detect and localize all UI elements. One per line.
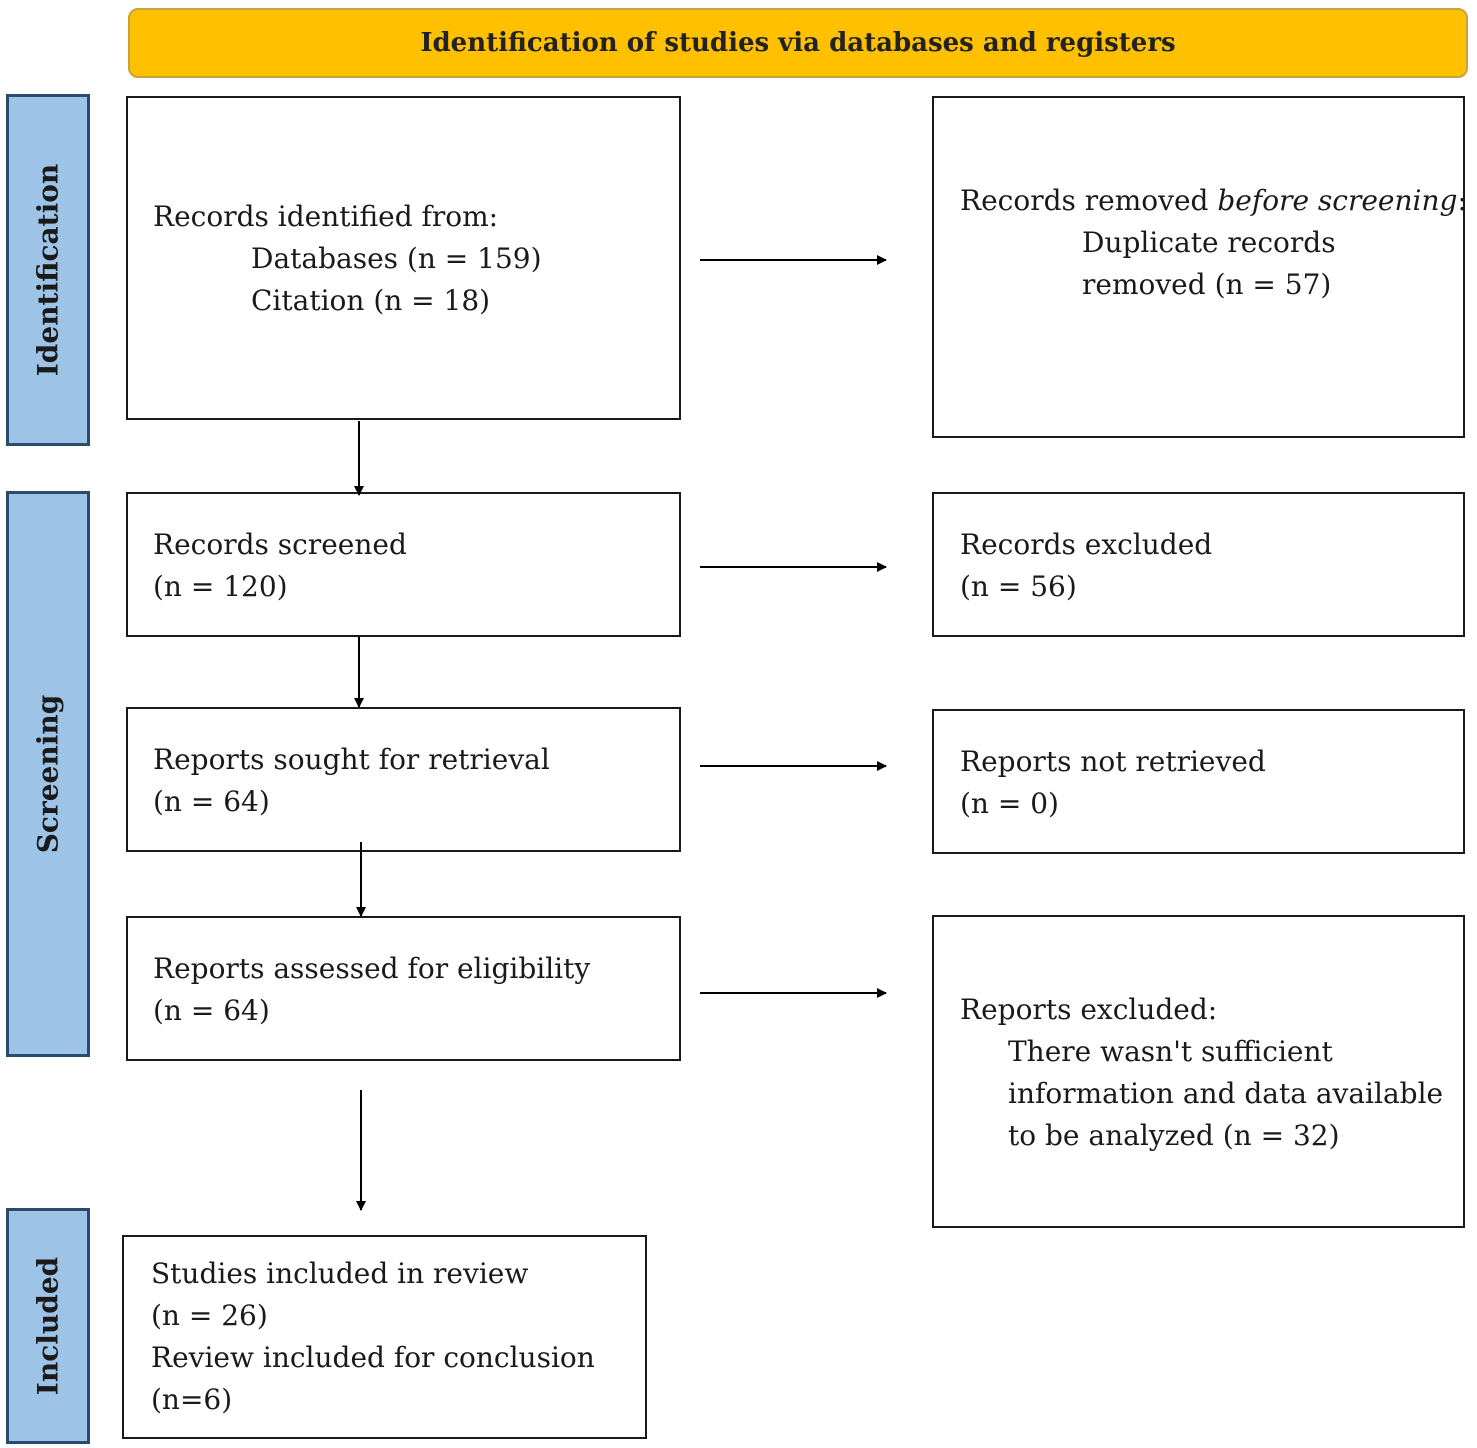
databases-count: Databases (n = 159) <box>251 242 542 275</box>
reports-sought-box: Reports sought for retrieval (n = 64) <box>126 707 681 852</box>
header-banner: Identification of studies via databases … <box>128 8 1468 78</box>
phase-screening: Screening <box>6 491 90 1057</box>
records-excluded-count: (n = 56) <box>960 570 1077 603</box>
reports-excluded-reason-2: information and data available <box>1008 1077 1444 1110</box>
reports-excluded-reason-1: There wasn't sufficient <box>1008 1035 1333 1068</box>
records-identified-title: Records identified from: <box>153 200 499 233</box>
phase-identification: Identification <box>6 94 90 446</box>
reports-excluded-title: Reports excluded: <box>960 993 1218 1026</box>
reports-not-retrieved-box: Reports not retrieved (n = 0) <box>932 709 1465 854</box>
records-identified-box: Records identified from: Databases (n = … <box>126 96 681 420</box>
reports-sought-count: (n = 64) <box>153 785 270 818</box>
reports-not-retrieved-count: (n = 0) <box>960 787 1059 820</box>
records-excluded-title: Records excluded <box>960 528 1213 561</box>
header-title: Identification of studies via databases … <box>420 28 1176 58</box>
studies-included-count: (n = 26) <box>151 1299 268 1332</box>
studies-included-box: Studies included in review (n = 26) Revi… <box>122 1235 647 1439</box>
duplicate-records: Duplicate records <box>1082 226 1336 259</box>
records-removed-suffix: : <box>1457 184 1467 217</box>
records-screened-box: Records screened (n = 120) <box>126 492 681 637</box>
duplicate-removed-count: removed (n = 57) <box>1082 268 1332 301</box>
phase-included: Included <box>6 1208 90 1444</box>
records-removed-prefix: Records removed <box>960 184 1218 217</box>
records-screened-title: Records screened <box>153 528 407 561</box>
reports-assessed-title: Reports assessed for eligibility <box>153 952 591 985</box>
reports-excluded-box: Reports excluded: There wasn't sufficien… <box>932 915 1465 1228</box>
records-removed-title: Records removed before screening: <box>960 180 1467 222</box>
records-removed-box: Records removed before screening: Duplic… <box>932 96 1467 438</box>
citation-count: Citation (n = 18) <box>251 284 491 317</box>
reports-assessed-box: Reports assessed for eligibility (n = 64… <box>126 916 681 1061</box>
records-removed-italic: before screening <box>1217 184 1458 217</box>
review-conclusion-title: Review included for conclusion <box>151 1341 595 1374</box>
reports-assessed-count: (n = 64) <box>153 994 270 1027</box>
records-screened-count: (n = 120) <box>153 570 288 603</box>
records-excluded-box: Records excluded (n = 56) <box>932 492 1465 637</box>
reports-excluded-reason-3: to be analyzed (n = 32) <box>1008 1119 1340 1152</box>
reports-sought-title: Reports sought for retrieval <box>153 743 550 776</box>
review-conclusion-count: (n=6) <box>151 1383 233 1416</box>
studies-included-title: Studies included in review <box>151 1257 529 1290</box>
reports-not-retrieved-title: Reports not retrieved <box>960 745 1266 778</box>
